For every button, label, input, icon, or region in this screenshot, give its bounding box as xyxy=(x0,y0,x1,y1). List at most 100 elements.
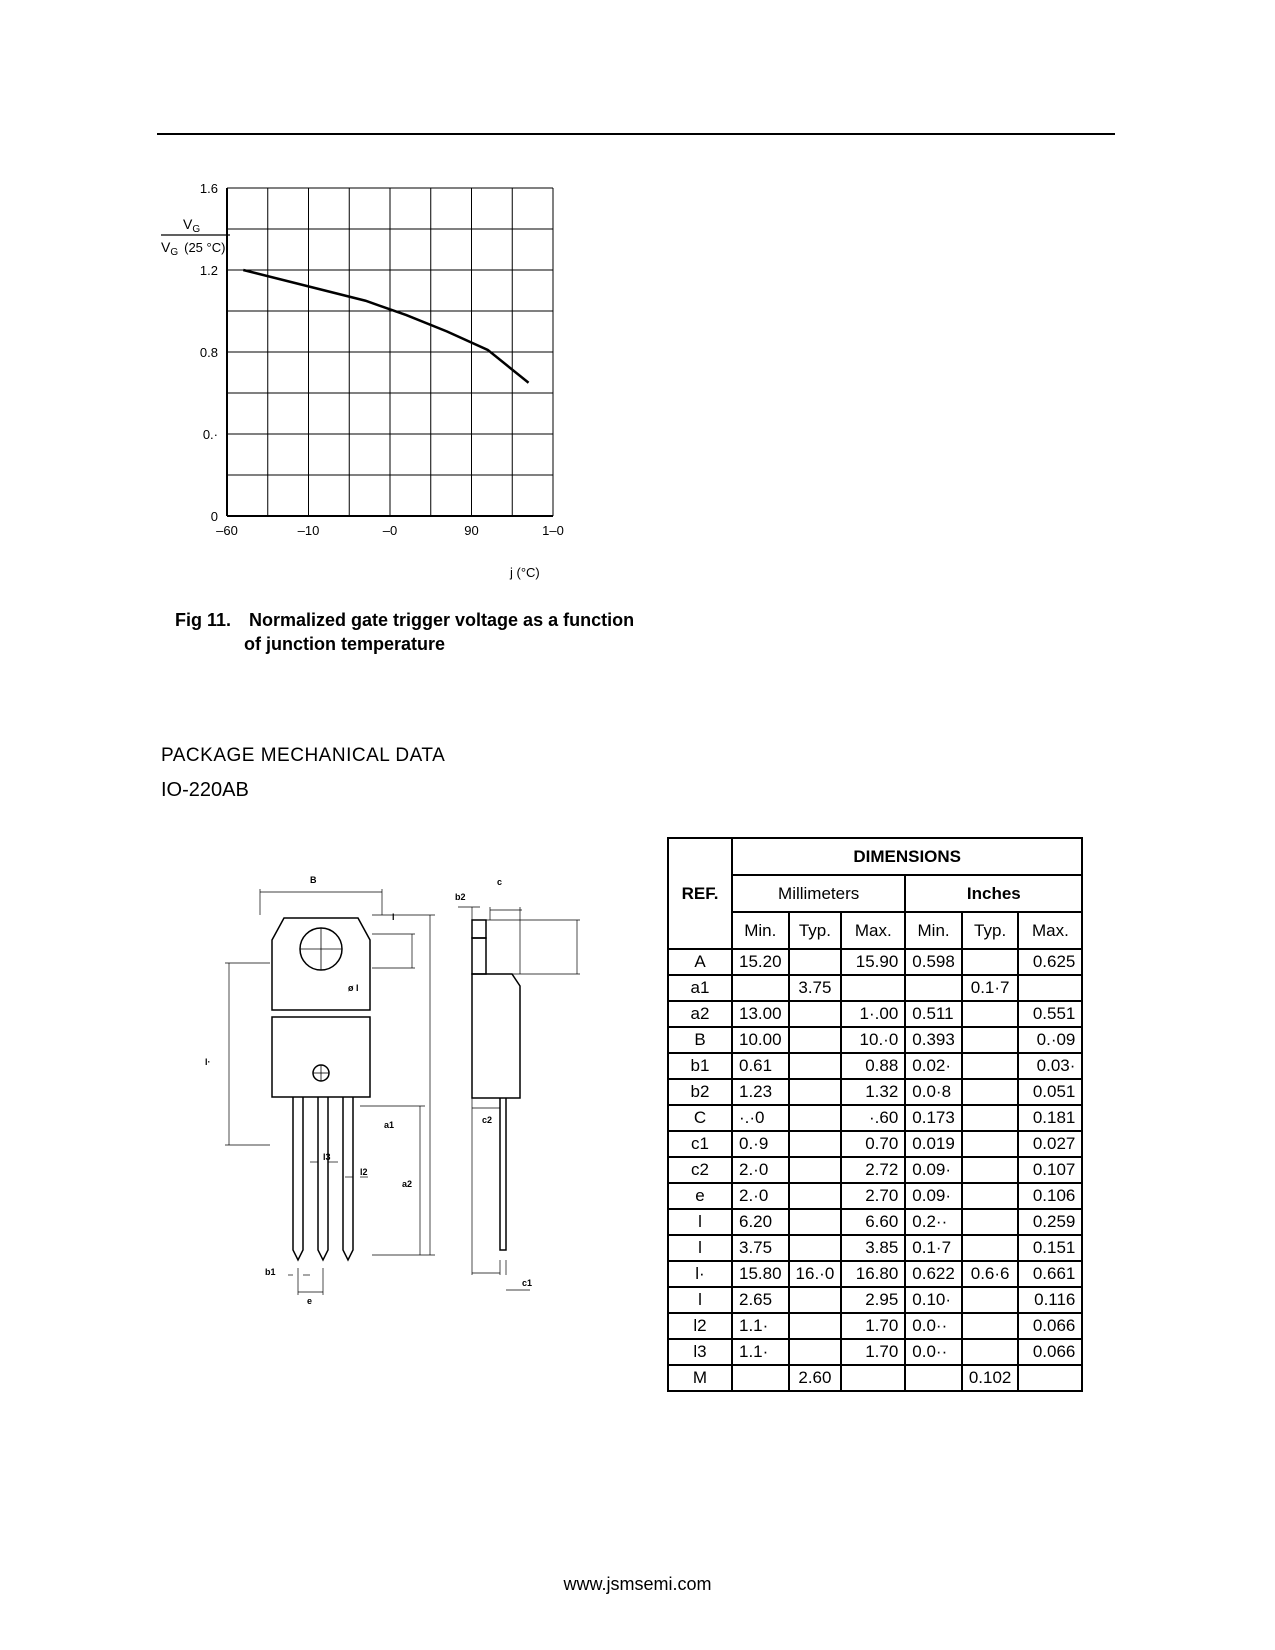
ref-cell: c1 xyxy=(667,1130,733,1158)
value-cell: 0.03· xyxy=(1017,1052,1084,1080)
value-cell: 0.027 xyxy=(1017,1130,1084,1158)
label-c2: c2 xyxy=(482,1115,492,1125)
footer-url: www.jsmsemi.com xyxy=(563,1574,712,1594)
x-tick-label: –0 xyxy=(383,523,397,538)
value-cell: 2.72 xyxy=(840,1156,907,1184)
value-cell: 3.75 xyxy=(731,1234,790,1262)
caption-line-1: Normalized gate trigger voltage as a fun… xyxy=(249,610,635,630)
value-cell: 0.598 xyxy=(904,948,963,976)
dimensions-table: REF. DIMENSIONS Millimeters Inches Min. … xyxy=(667,837,1084,1392)
label-b2: b2 xyxy=(455,892,466,902)
value-cell: 0.116 xyxy=(1017,1286,1084,1314)
value-cell xyxy=(960,948,1020,976)
value-cell: 6.20 xyxy=(731,1208,790,1236)
ref-cell: l2 xyxy=(667,1312,733,1340)
value-cell: 3.85 xyxy=(840,1234,907,1262)
value-cell: 0.09· xyxy=(904,1156,963,1184)
value-cell xyxy=(960,1052,1020,1080)
value-cell xyxy=(960,1182,1020,1210)
value-cell: 0.511 xyxy=(904,1000,963,1028)
value-cell: 0.2·· xyxy=(904,1208,963,1236)
value-cell: 0.259 xyxy=(1017,1208,1084,1236)
value-cell: 13.00 xyxy=(731,1000,790,1028)
value-cell: 0.0·· xyxy=(904,1338,963,1366)
value-cell: 10.00 xyxy=(731,1026,790,1054)
y-label-numerator: VG xyxy=(183,216,200,235)
side-tab-top xyxy=(471,919,487,939)
value-cell xyxy=(904,974,963,1002)
ref-cell: M xyxy=(667,1364,733,1392)
value-cell: 6.60 xyxy=(840,1208,907,1236)
value-cell: 0.173 xyxy=(904,1104,963,1132)
label-a2: a2 xyxy=(402,1179,412,1189)
caption-line-2: of junction temperature xyxy=(244,634,446,654)
value-cell: 15.80 xyxy=(731,1260,790,1288)
col-mm-min: Min. xyxy=(731,911,790,950)
side-tab xyxy=(471,937,487,975)
col-in-min: Min. xyxy=(904,911,963,950)
value-cell xyxy=(787,1078,843,1106)
value-cell: 0.·09 xyxy=(1017,1026,1084,1054)
value-cell: 0.625 xyxy=(1017,948,1084,976)
lead-right xyxy=(342,1097,354,1262)
ref-header: REF. xyxy=(667,837,733,950)
value-cell xyxy=(960,1286,1020,1314)
value-cell xyxy=(960,1000,1020,1028)
value-cell: 1.23 xyxy=(731,1078,790,1106)
front-view xyxy=(271,917,371,1262)
ref-cell: e xyxy=(667,1182,733,1210)
ref-cell: C xyxy=(667,1104,733,1132)
value-cell: 0.151 xyxy=(1017,1234,1084,1262)
side-dimension-lines xyxy=(458,906,580,1291)
value-cell xyxy=(840,974,907,1002)
value-cell: 0.61 xyxy=(731,1052,790,1080)
ref-cell: A xyxy=(667,948,733,976)
label-c: c xyxy=(497,877,502,887)
value-cell: 0.106 xyxy=(1017,1182,1084,1210)
series-line xyxy=(242,268,530,384)
ref-cell: l· xyxy=(667,1260,733,1288)
value-cell: 15.90 xyxy=(840,948,907,976)
ref-cell: B xyxy=(667,1026,733,1054)
value-cell: 10.·0 xyxy=(840,1026,907,1054)
value-cell: 2.65 xyxy=(731,1286,790,1314)
label-B: B xyxy=(310,875,317,885)
value-cell: 0.181 xyxy=(1017,1104,1084,1132)
value-cell xyxy=(787,1130,843,1158)
label-c1: c1 xyxy=(522,1278,532,1288)
value-cell: 2.·0 xyxy=(731,1182,790,1210)
value-cell xyxy=(1017,1364,1084,1392)
value-cell: 0.019 xyxy=(904,1130,963,1158)
ref-cell: l3 xyxy=(667,1338,733,1366)
value-cell: 0.·9 xyxy=(731,1130,790,1158)
ref-cell: l xyxy=(667,1208,733,1236)
label-diam: ø I xyxy=(348,983,359,993)
x-tick-label: 90 xyxy=(464,523,478,538)
value-cell xyxy=(787,948,843,976)
value-cell: 1.1· xyxy=(731,1338,790,1366)
value-cell xyxy=(731,974,790,1002)
header-rule xyxy=(157,133,1115,135)
value-cell: 0.0·8 xyxy=(904,1078,963,1106)
value-cell xyxy=(787,1026,843,1054)
value-cell xyxy=(787,1156,843,1184)
value-cell xyxy=(960,1156,1020,1184)
value-cell: 0.661 xyxy=(1017,1260,1084,1288)
value-cell: 2.70 xyxy=(840,1182,907,1210)
col-in-max: Max. xyxy=(1017,911,1084,950)
figure-number: Fig 11. xyxy=(175,610,232,630)
value-cell xyxy=(960,1234,1020,1262)
x-tick-label: 1–0 xyxy=(542,523,564,538)
